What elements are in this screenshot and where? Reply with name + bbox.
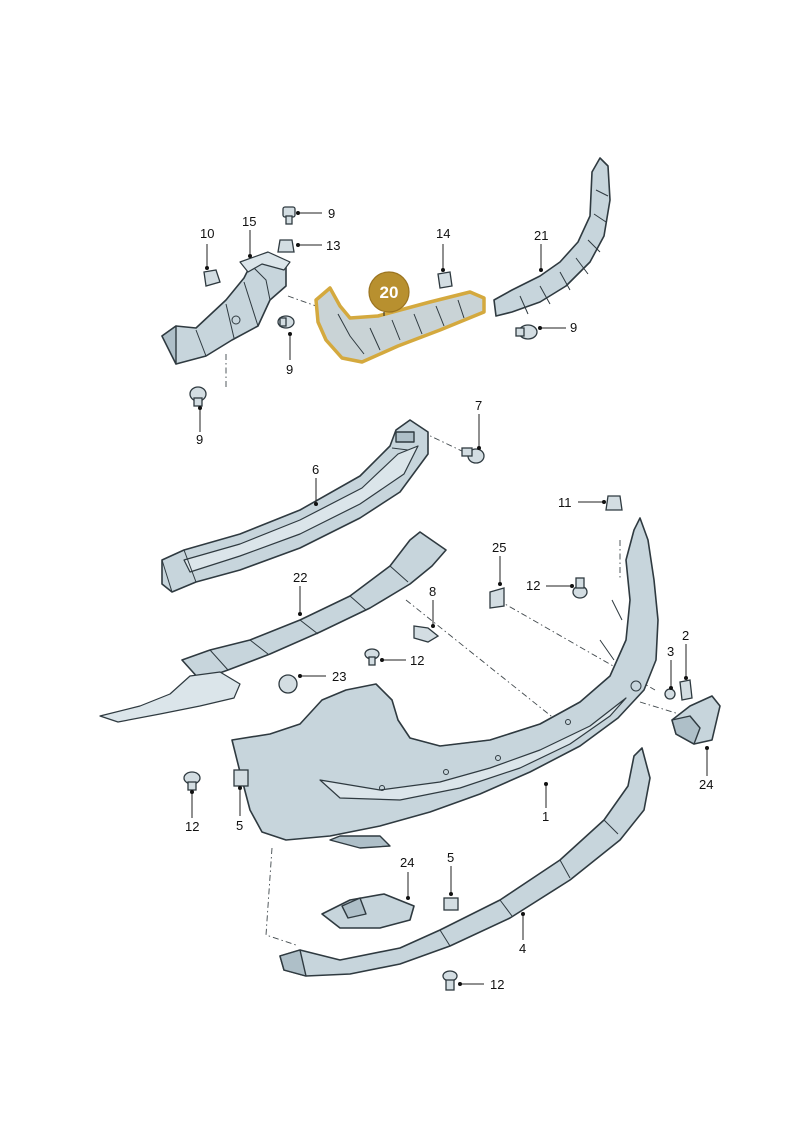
callout-24: 24 [400, 855, 414, 870]
leader-lines [190, 211, 709, 986]
callout-21: 21 [534, 228, 548, 243]
lower-guide-support [99, 531, 447, 723]
highlighted-guide-bracket: 20 [314, 271, 486, 364]
callout-2: 2 [682, 628, 689, 643]
callout-3: 3 [667, 644, 674, 659]
callout-12: 12 [410, 653, 424, 668]
assembly-guides [225, 295, 693, 946]
callout-22: 22 [293, 570, 307, 585]
callout-9: 9 [570, 320, 577, 335]
left-side-bracket [161, 251, 291, 365]
right-side-bracket [493, 157, 611, 317]
highlight-badge [368, 271, 410, 313]
reflector-right [671, 695, 721, 745]
callout-10: 10 [200, 226, 214, 241]
callout-12: 12 [526, 578, 540, 593]
fasteners-top [189, 206, 538, 407]
callout-24: 24 [699, 777, 713, 792]
bumper-cover [231, 517, 659, 849]
callout-9: 9 [286, 362, 293, 377]
callout-9: 9 [196, 432, 203, 447]
callout-6: 6 [312, 462, 319, 477]
callout-5: 5 [447, 850, 454, 865]
callout-15: 15 [242, 214, 256, 229]
reflector-left [321, 893, 415, 929]
callout-12: 12 [185, 819, 199, 834]
callout-23: 23 [332, 669, 346, 684]
callout-12: 12 [490, 977, 504, 992]
callout-4: 4 [519, 941, 526, 956]
callout-8: 8 [429, 584, 436, 599]
bumper-reinforcement-beam [161, 419, 429, 593]
fasteners-lower [183, 447, 693, 991]
callout-7: 7 [475, 398, 482, 413]
callout-9: 9 [328, 206, 335, 221]
callout-labels: 9 13 10 15 14 21 9 9 9 7 6 11 25 12 22 8… [185, 206, 713, 992]
highlight-label: 20 [380, 283, 399, 302]
callout-25: 25 [492, 540, 506, 555]
callout-13: 13 [326, 238, 340, 253]
callout-5: 5 [236, 818, 243, 833]
callout-1: 1 [542, 809, 549, 824]
callout-11: 11 [558, 495, 572, 510]
callout-14: 14 [436, 226, 450, 241]
lower-spoiler [279, 747, 651, 977]
